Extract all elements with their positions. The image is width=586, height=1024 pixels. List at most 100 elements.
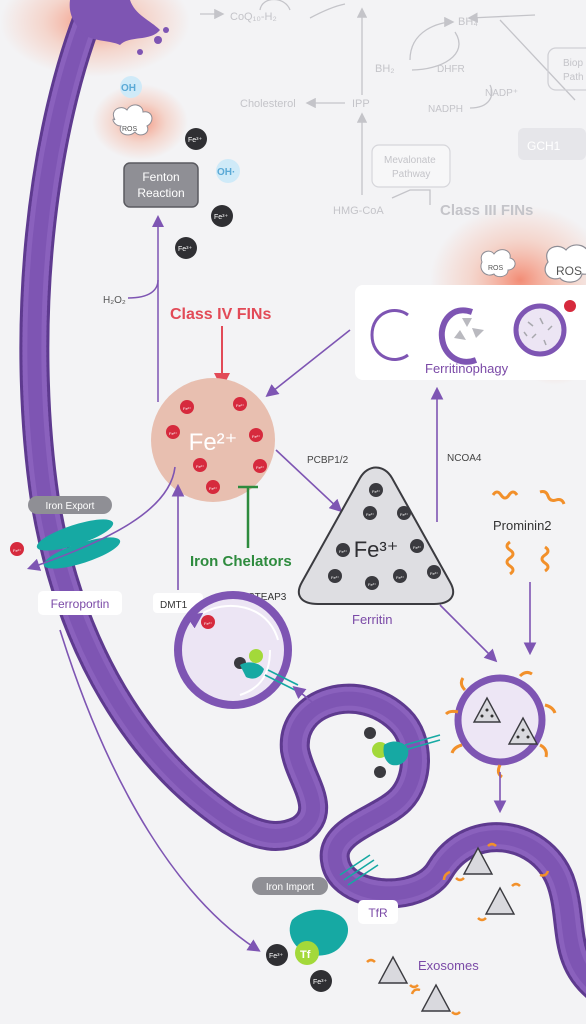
fe3-ion-3 xyxy=(175,237,197,259)
svg-text:Fe³⁺: Fe³⁺ xyxy=(339,549,347,554)
nadph-label: NADPH xyxy=(428,104,463,115)
multivesicular-body xyxy=(444,670,557,779)
oh-radical-2 xyxy=(216,159,240,183)
svg-text:Fe³⁺: Fe³⁺ xyxy=(430,571,438,576)
mevalonate-label-2: Pathway xyxy=(392,169,430,180)
pcbp-label: PCBP1/2 xyxy=(307,455,349,466)
fe3-ions-ferritin: Fe³⁺ Fe³⁺ Fe³⁺ Fe³⁺ Fe³⁺ Fe³⁺ Fe³⁺ Fe³⁺ … xyxy=(328,483,441,590)
prominin2-group: Prominin2 xyxy=(491,490,566,656)
ros-cloud-right-1: ROS xyxy=(480,249,516,278)
ferroportin-channel-1 xyxy=(36,519,114,551)
ipp-label: IPP xyxy=(352,98,370,110)
iron-import: Iron Import Tf Fe³⁺ Fe³⁺ TfR xyxy=(59,629,398,992)
tf-fe3-ion-2 xyxy=(310,970,332,992)
endosome: DMT1 STEAP3 Fe²⁺ xyxy=(153,483,299,709)
nadp-label: NADP⁺ xyxy=(485,88,518,99)
dmt1-label: DMT1 xyxy=(160,600,188,611)
ferritinophagy-label: Ferritinophagy xyxy=(425,361,509,376)
ferroportin-channel-2 xyxy=(43,537,121,569)
biop-label: Biop xyxy=(563,58,583,69)
ferritin-to-mvb-arrow xyxy=(439,604,498,663)
svg-text:Fe²⁺: Fe²⁺ xyxy=(209,486,217,491)
mevalonate-label: Mevalonate xyxy=(384,155,436,166)
ferritin-label: Ferritin xyxy=(352,612,392,627)
svg-text:Fe³⁺: Fe³⁺ xyxy=(269,953,284,960)
coq10-label: CoQ₁₀-H₂ xyxy=(230,11,277,23)
cholesterol-label: Cholesterol xyxy=(240,98,296,110)
endocytosis-arrow xyxy=(292,685,313,703)
svg-text:Fe²⁺: Fe²⁺ xyxy=(196,464,204,469)
ferritin-symbol: Fe³⁺ xyxy=(354,537,399,562)
svg-text:Fe³⁺: Fe³⁺ xyxy=(400,512,408,517)
chelator-inhibition-line xyxy=(238,485,258,548)
endocytic-pit-complex xyxy=(364,727,441,778)
fe-ion-right xyxy=(564,300,576,312)
import-arrow xyxy=(59,629,261,952)
exosomes-label: Exosomes xyxy=(418,958,479,973)
svg-text:Tf: Tf xyxy=(300,949,311,961)
fe2-ions: Fe²⁺ Fe²⁺ Fe²⁺ Fe²⁺ Fe²⁺ Fe²⁺ Fe²⁺ xyxy=(166,397,267,494)
tfr-label: TfR xyxy=(368,906,388,920)
labile-iron-pool: Fe²⁺ Fe²⁺ Fe²⁺ Fe²⁺ Fe²⁺ Fe²⁺ Fe²⁺ Fe²⁺ xyxy=(151,378,275,502)
oh-radical-1 xyxy=(120,76,142,98)
bh2-label: BH₂ xyxy=(375,63,395,75)
gch1-label: GCH1 xyxy=(527,139,561,153)
svg-text:Fe²⁺: Fe²⁺ xyxy=(236,403,244,408)
svg-text:Fe²⁺: Fe²⁺ xyxy=(13,548,21,553)
prominin2-label: Prominin2 xyxy=(493,518,552,533)
endosome-membrane xyxy=(174,591,292,709)
biop-label-2: Path xyxy=(563,72,584,83)
fenton-area: OH ROS Fe³⁺ Fenton Reaction OH· Fe³⁺ Fe³… xyxy=(103,76,240,402)
svg-text:ROS: ROS xyxy=(556,264,582,278)
svg-text:ROS: ROS xyxy=(488,265,504,272)
iron-export-badge xyxy=(28,496,112,514)
class-iv-fins-label: Class IV FINs xyxy=(170,306,271,323)
fe3-ion-1 xyxy=(185,128,207,150)
ferritinophagy-box: Ferritinophagy xyxy=(355,285,586,380)
svg-text:Fe²⁺: Fe²⁺ xyxy=(169,431,177,436)
ros-label-fenton: ROS xyxy=(122,126,138,133)
svg-text:Fe²⁺: Fe²⁺ xyxy=(183,406,191,411)
ferritinophagy-to-pool-arrow xyxy=(265,329,351,397)
svg-text:Fe³⁺: Fe³⁺ xyxy=(214,214,229,221)
oh-label: OH xyxy=(121,83,136,94)
iron-export: Iron Export Fe²⁺ Ferroportin xyxy=(10,466,176,615)
svg-text:Fe²⁺: Fe²⁺ xyxy=(252,434,260,439)
class-iii-fins-label: Class III FINs xyxy=(440,202,533,219)
ncoa4-label: NCOA4 xyxy=(447,453,482,464)
svg-text:Iron Import: Iron Import xyxy=(266,882,315,893)
svg-text:Fe³⁺: Fe³⁺ xyxy=(396,575,404,580)
svg-text:Fe³⁺: Fe³⁺ xyxy=(313,979,328,986)
dhfr-label: DHFR xyxy=(437,64,465,75)
fenton-line2: Reaction xyxy=(137,186,184,200)
tf-fe3-ion-1 xyxy=(266,944,288,966)
svg-text:Fe²⁺: Fe²⁺ xyxy=(256,465,264,470)
tfr-label-box xyxy=(358,900,398,924)
fe3-ion-2 xyxy=(211,205,233,227)
iron-import-badge xyxy=(252,877,328,895)
transferrin xyxy=(295,941,319,965)
exosome-ferritins xyxy=(366,842,550,1016)
svg-text:Fe³⁺: Fe³⁺ xyxy=(368,582,376,587)
ferritin: Fe³⁺ Fe³⁺ Fe³⁺ Fe³⁺ Fe³⁺ Fe³⁺ Fe³⁺ Fe³⁺ … xyxy=(297,466,455,627)
svg-text:OH·: OH· xyxy=(217,167,235,178)
h2o2-label: H₂O₂ xyxy=(103,295,126,306)
fenton-line1: Fenton xyxy=(142,170,179,184)
hmgcoa-label: HMG-CoA xyxy=(333,205,384,217)
svg-text:Fe³⁺: Fe³⁺ xyxy=(366,512,374,517)
svg-text:Fe³⁺: Fe³⁺ xyxy=(188,137,203,144)
export-arrow xyxy=(26,466,176,571)
top-pathway: CoQ₁₀-H₂ BH₄ BH₂ DHFR NADP⁺ NADPH Biop P… xyxy=(200,0,586,219)
ferroportin-label: Ferroportin xyxy=(51,597,110,611)
svg-text:Fe³⁺: Fe³⁺ xyxy=(178,246,193,253)
svg-text:Fe³⁺: Fe³⁺ xyxy=(331,575,339,580)
iron-pool-label: Fe²⁺ xyxy=(189,429,238,456)
ros-cloud-fenton: ROS xyxy=(112,104,153,136)
ferroportin-label-box xyxy=(38,591,122,615)
exported-fe2-ion xyxy=(10,542,24,556)
ros-cloud-right-2: ROS xyxy=(544,244,586,283)
fenton-reaction-box xyxy=(123,162,199,208)
iron-chelators-label: Iron Chelators xyxy=(190,553,292,570)
svg-text:Fe³⁺: Fe³⁺ xyxy=(372,489,380,494)
